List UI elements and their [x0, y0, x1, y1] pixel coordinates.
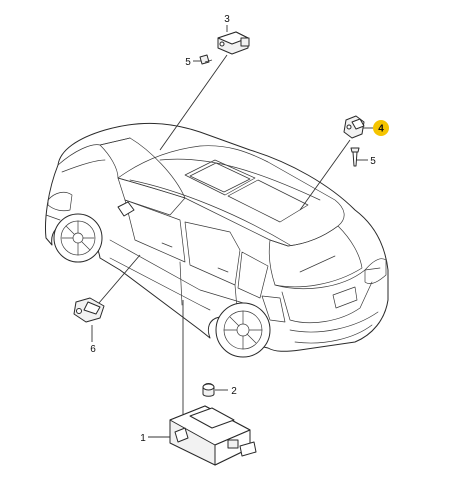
part-4-sensor — [343, 115, 365, 139]
part-1-control-unit — [169, 405, 257, 466]
part-6-side-sensor — [73, 297, 105, 323]
callout-3[interactable]: 3 — [224, 14, 230, 25]
part-5-screw-rear — [350, 147, 360, 167]
leader-lines — [91, 25, 374, 438]
callout-4-highlight — [373, 120, 389, 136]
callout-1[interactable]: 1 — [140, 433, 146, 444]
callout-5-rear[interactable]: 5 — [370, 156, 376, 167]
callout-4[interactable]: 4 — [378, 124, 384, 135]
callout-5-top[interactable]: 5 — [185, 57, 191, 68]
callout-6[interactable]: 6 — [90, 344, 96, 355]
part-3-crash-sensor — [217, 31, 250, 55]
part-2-cap — [202, 383, 215, 397]
part-5-screw-top — [199, 54, 213, 65]
callout-2[interactable]: 2 — [231, 386, 237, 397]
vehicle-outline — [45, 123, 389, 358]
callout-labels: 3 5 4 5 6 2 1 — [90, 14, 389, 444]
